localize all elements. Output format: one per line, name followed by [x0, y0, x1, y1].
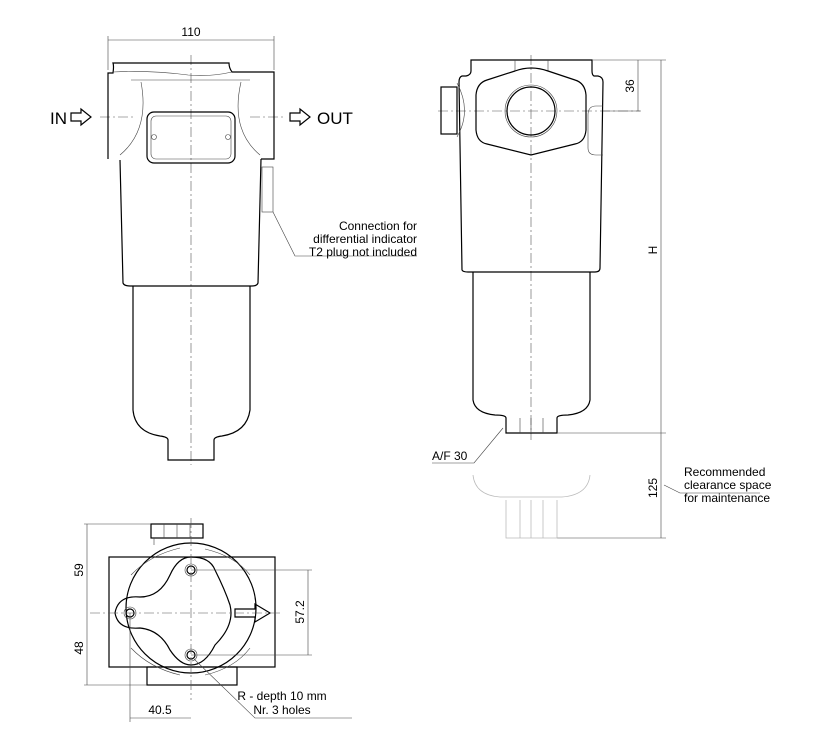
front-view	[70, 36, 417, 465]
hole-spacing-dimension: 57.2	[293, 600, 307, 624]
port-height-dimension: 36	[623, 79, 637, 93]
side-view	[432, 55, 760, 539]
indicator-note-line: T2 plug not included	[309, 245, 417, 259]
outlet-label: OUT	[317, 109, 353, 128]
outlet-arrow-icon	[289, 107, 311, 127]
hole-note-line: R - depth 10 mm	[237, 689, 326, 703]
inlet-label: IN	[50, 109, 67, 128]
indicator-note-line: Connection for	[339, 219, 417, 233]
clearance-note-line: Recommended	[684, 465, 765, 479]
clearance-dimension: 125	[646, 478, 660, 498]
lower-height-dimension: 48	[72, 641, 86, 655]
height-dimension: H	[646, 246, 660, 255]
upper-height-dimension: 59	[72, 563, 86, 577]
wrench-size-note: A/F 30	[432, 449, 468, 463]
hole-offset-dimension: 40.5	[148, 703, 172, 717]
flow-direction-arrow-icon	[234, 602, 272, 624]
bottom-view	[84, 518, 352, 722]
hole-note-line: Nr. 3 holes	[253, 703, 310, 717]
inlet-arrow-icon	[70, 107, 92, 127]
clearance-note-line: clearance space	[684, 478, 772, 492]
clearance-note-line: for maintenance	[684, 491, 770, 505]
indicator-note-line: differential indicator	[313, 232, 417, 246]
width-dimension: 110	[181, 25, 200, 39]
